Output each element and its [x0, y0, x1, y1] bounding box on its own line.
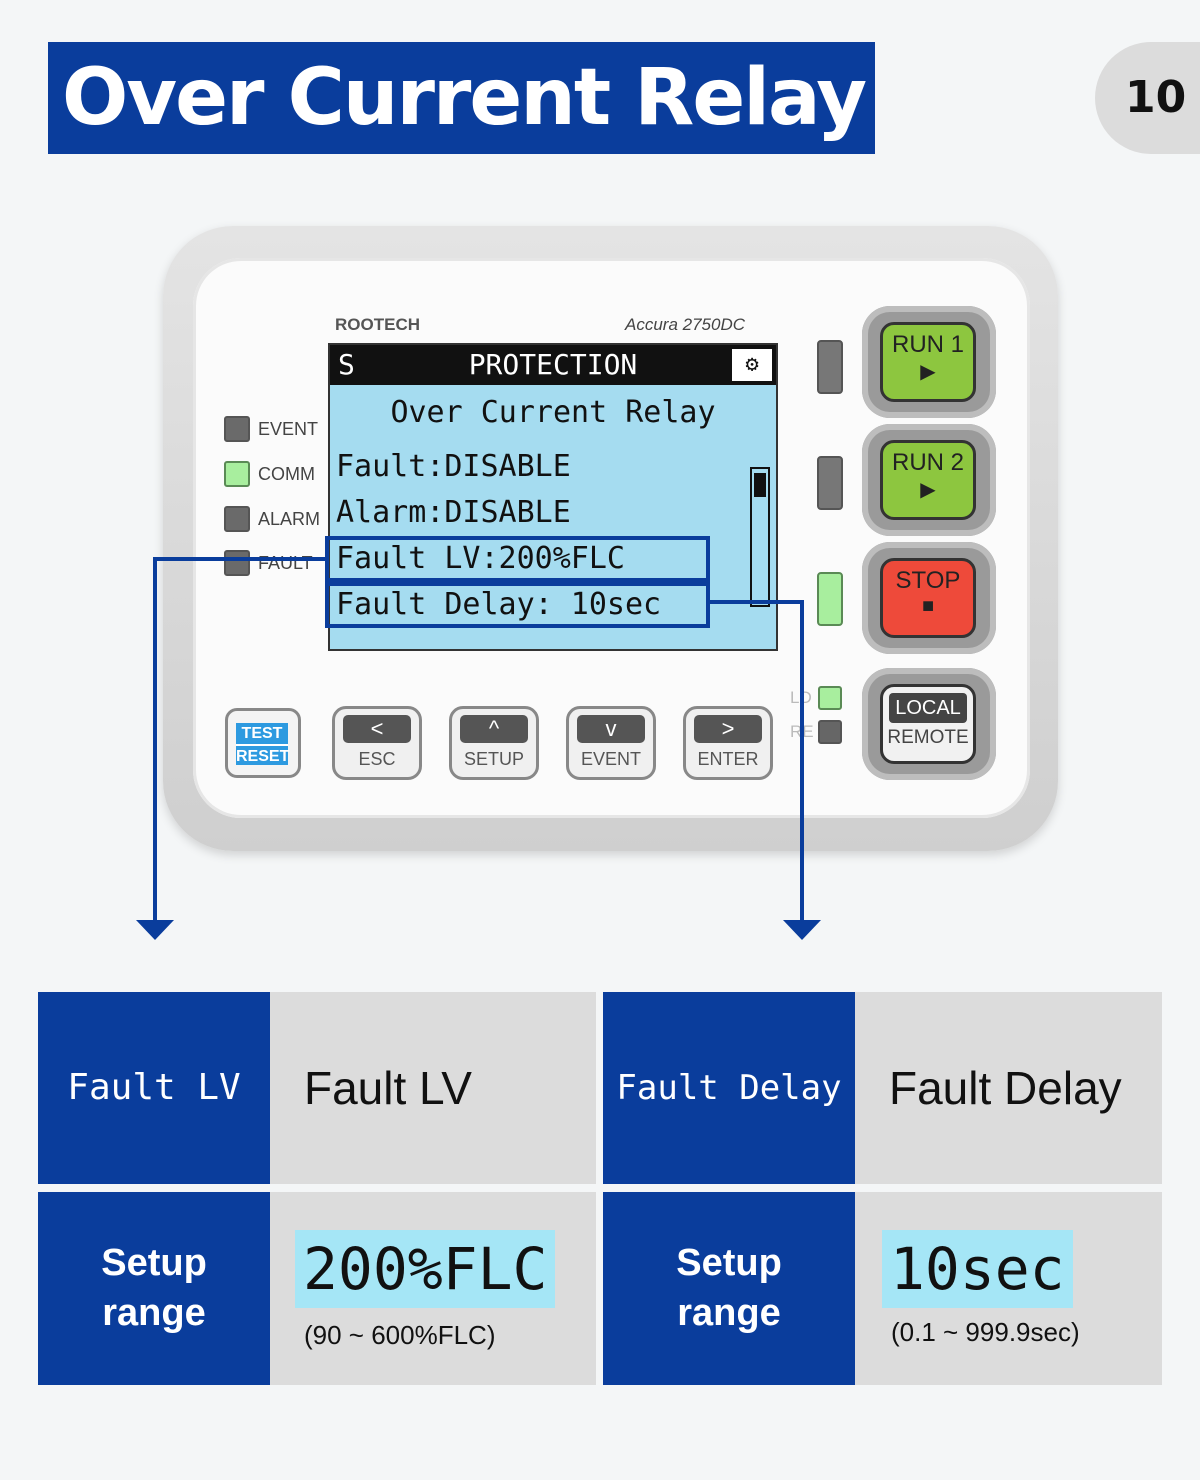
local-led	[818, 686, 842, 710]
fault-indicator	[224, 550, 250, 576]
fault-delay-name: Fault Delay	[855, 992, 1162, 1184]
run2-button[interactable]: RUN 2 ▶	[880, 440, 976, 520]
test-reset-button[interactable]: TEST RESET	[225, 708, 301, 778]
alarm-indicator-label: ALARM	[258, 509, 321, 529]
fault-lv-value: 200%FLC	[295, 1230, 556, 1308]
chevron-down-icon: v	[577, 715, 645, 743]
fault-delay-highlight	[325, 582, 710, 628]
lcd-line-fault: Fault:DISABLE	[336, 449, 571, 484]
test-label: TEST	[241, 725, 283, 742]
lcd-header: PROTECTION S ⚙	[330, 345, 776, 385]
event-label: EVENT	[580, 749, 641, 769]
left-arrow-down-icon	[136, 920, 174, 940]
lcd-scrollbar	[750, 467, 770, 607]
lcd-mode: S	[338, 348, 355, 381]
stop-label: STOP	[895, 567, 961, 594]
run2-label: RUN 2	[891, 449, 964, 476]
fault-delay-value: 10sec	[882, 1230, 1073, 1308]
esc-button[interactable]: < ESC	[332, 706, 422, 780]
right-arrow-down-icon	[783, 920, 821, 940]
comm-indicator	[224, 461, 250, 487]
local-remote-button[interactable]: LOCAL REMOTE	[880, 684, 976, 764]
fault-lv-setup-cell: 200%FLC (90 ~ 600%FLC)	[270, 1192, 596, 1385]
left-connector-h	[153, 557, 325, 561]
stop-icon: ■	[921, 595, 935, 617]
right-connector-v	[800, 600, 804, 922]
lcd-line-fault-delay: Fault Delay: 10sec	[336, 587, 662, 622]
fault-lv-range: (90 ~ 600%FLC)	[304, 1320, 496, 1350]
event-indicator	[224, 416, 250, 442]
run1-led	[817, 340, 843, 394]
chevron-up-icon: ^	[460, 715, 528, 743]
fault-lv-key: Fault LV	[38, 992, 270, 1184]
lcd-subtitle: Over Current Relay	[390, 395, 716, 430]
event-indicator-label: EVENT	[258, 419, 319, 439]
run2-led	[817, 456, 843, 510]
setup-label: SETUP	[463, 749, 524, 769]
event-button[interactable]: v EVENT	[566, 706, 656, 780]
remote-led	[818, 720, 842, 744]
enter-button[interactable]: > ENTER	[683, 706, 773, 780]
setup-button[interactable]: ^ SETUP	[449, 706, 539, 780]
left-connector-v	[153, 557, 157, 922]
alarm-indicator	[224, 506, 250, 532]
fault-lv-name: Fault LV	[270, 992, 596, 1184]
comm-indicator-label: COMM	[258, 464, 315, 484]
run1-button[interactable]: RUN 1 ▶	[880, 322, 976, 402]
lcd-header-title: PROTECTION	[468, 348, 638, 381]
enter-label: ENTER	[697, 749, 759, 769]
fault-delay-range: (0.1 ~ 999.9sec)	[891, 1317, 1080, 1347]
local-label: LOCAL	[889, 693, 967, 723]
run1-label: RUN 1	[891, 331, 964, 358]
chevron-right-icon: >	[694, 715, 762, 743]
model-name: Accura 2750DC	[625, 315, 746, 334]
lcd-line-fault-lv: Fault LV:200%FLC	[336, 541, 625, 576]
play-icon: ▶	[920, 361, 936, 383]
stop-led	[817, 572, 843, 626]
play-icon: ▶	[920, 479, 936, 501]
page-number: 10	[1095, 42, 1200, 154]
fault-delay-setup-cell: 10sec (0.1 ~ 999.9sec)	[855, 1192, 1162, 1385]
lcd-screen: PROTECTION S ⚙ Over Current Relay Fault:…	[328, 343, 778, 651]
esc-label: ESC	[358, 749, 396, 769]
page-title: Over Current Relay	[48, 42, 875, 154]
gear-icon: ⚙	[732, 349, 772, 381]
lcd-line-alarm: Alarm:DISABLE	[336, 495, 571, 530]
fault-delay-key: Fault Delay	[603, 992, 855, 1184]
chevron-left-icon: <	[343, 715, 411, 743]
reset-label: RESET	[236, 744, 289, 767]
brand-logo: ROOTECH	[335, 315, 420, 334]
remote-label: REMOTE	[887, 727, 969, 748]
right-connector-h	[710, 600, 804, 604]
stop-button[interactable]: STOP ■	[880, 558, 976, 638]
fault-lv-highlight	[325, 536, 710, 582]
